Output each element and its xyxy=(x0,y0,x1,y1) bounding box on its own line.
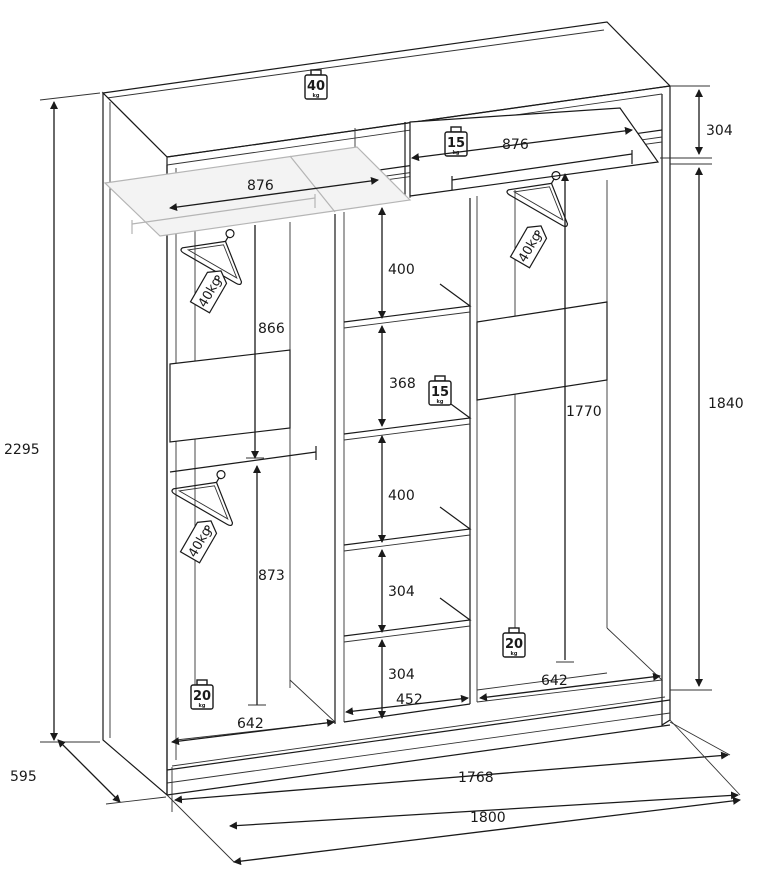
dim-shelf-spacing-5-label: 304 xyxy=(388,667,415,683)
weight-top-unit: kg xyxy=(313,93,320,99)
dim-depth: 595 xyxy=(10,739,167,805)
dim-right-hang: 1770 xyxy=(556,173,602,663)
dim-right-bottom-width-label: 642 xyxy=(541,673,568,689)
dim-left-bottom-width: 642 xyxy=(171,716,335,746)
weight-right-bottom: 20 kg xyxy=(502,627,526,658)
weight-middle-shelf: 15 kg xyxy=(428,375,452,406)
dim-inner-width: 1768 xyxy=(171,721,731,812)
dim-shelf-spacing-4-label: 304 xyxy=(388,584,415,600)
dim-top-left-rail-label: 876 xyxy=(247,178,274,194)
weight-left-bottom: 20 kg xyxy=(190,679,214,710)
dim-door-height: 1840 xyxy=(670,163,744,691)
dim-total-height-label: 2295 xyxy=(4,442,40,458)
dim-middle-width-label: 452 xyxy=(396,692,423,708)
weight-top-value: 40 xyxy=(307,79,325,94)
weight-middle-shelf-value: 15 xyxy=(431,385,449,400)
weight-left-bottom-value: 20 xyxy=(193,689,211,704)
weight-top-shelf-value: 15 xyxy=(447,136,465,151)
dim-left-bottom-width-label: 642 xyxy=(237,716,264,732)
dim-right-hang-label: 1770 xyxy=(566,404,602,420)
dim-total-width-label: 1800 xyxy=(470,810,506,826)
dim-shelf-spacings: 400 368 400 304 304 xyxy=(378,207,416,719)
dim-shelf-spacing-3-label: 400 xyxy=(388,488,415,504)
weight-top: 40 kg xyxy=(304,69,328,100)
dim-right-bottom-width: 642 xyxy=(479,672,661,702)
dim-left-lower-hang: 873 xyxy=(248,465,285,706)
weight-middle-shelf-unit: kg xyxy=(437,399,444,405)
weight-left-bottom-unit: kg xyxy=(199,703,206,709)
dim-top-right-rail-label: 876 xyxy=(502,137,529,153)
dim-shelf-spacing-1-label: 400 xyxy=(388,262,415,278)
dim-left-upper-hang: 866 xyxy=(246,225,285,459)
dim-top-right-rail: 876 xyxy=(411,126,633,162)
left-hanging-rail xyxy=(169,446,317,473)
weight-right-bottom-value: 20 xyxy=(505,637,523,652)
dim-inner-width-label: 1768 xyxy=(458,770,494,786)
dim-top-left-rail: 876 xyxy=(169,176,379,212)
dim-total-height: 2295 xyxy=(4,92,101,743)
dim-left-lower-hang-label: 873 xyxy=(258,568,285,584)
dim-shelf-spacing-2-label: 368 xyxy=(389,376,416,392)
dim-depth-label: 595 xyxy=(10,769,37,785)
dim-door-height-label: 1840 xyxy=(708,396,744,412)
weight-right-bottom-unit: kg xyxy=(511,651,518,657)
dim-top-section: 304 xyxy=(660,85,733,159)
dim-top-section-label: 304 xyxy=(706,123,733,139)
dim-total-width: 1800 xyxy=(166,719,741,866)
dim-middle-width: 452 xyxy=(345,692,469,716)
dim-left-upper-hang-label: 866 xyxy=(258,321,285,337)
